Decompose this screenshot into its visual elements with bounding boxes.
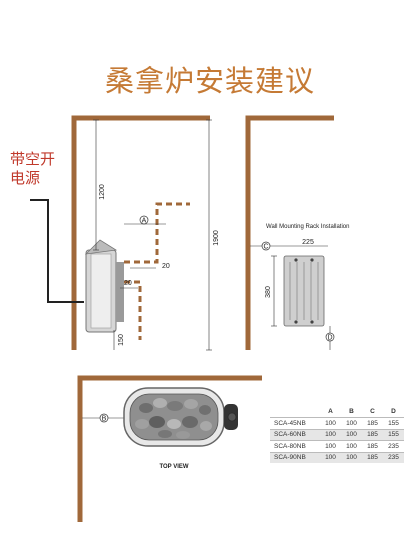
header-cell: D — [391, 408, 396, 415]
header-cell — [270, 408, 320, 418]
table-cell: 100 — [341, 428, 362, 441]
table-row: SCA-90NB 100 100 185 235 — [270, 451, 404, 463]
table-cell: SCA-90NB — [270, 451, 320, 463]
marker-a — [139, 215, 149, 225]
header-cell: A — [328, 408, 333, 415]
spec-table: A B C D SCA-45NB 100 100 185 155 SCA-60N… — [270, 408, 404, 463]
table-cell: SCA-45NB — [270, 417, 320, 429]
dim-offset-1-label: 20 — [162, 263, 170, 270]
table-cell: 100 — [320, 451, 341, 463]
marker-b-label: B — [102, 416, 107, 423]
side-view: 1200 1900 A 20 20 150 — [30, 115, 220, 351]
rack-caption: Wall Mounting Rack Installation — [266, 224, 349, 230]
table-cell: 100 — [320, 440, 341, 452]
dim-floor-label: 150 — [118, 334, 125, 346]
table-cell: 185 — [362, 417, 383, 429]
header-cell: C — [370, 408, 375, 415]
spec-table-header: A B C D — [270, 408, 404, 418]
table-cell: 235 — [383, 451, 404, 463]
dim-height-label: 1200 — [99, 184, 106, 200]
marker-b — [99, 413, 109, 423]
table-cell: 155 — [383, 428, 404, 441]
dim-offset-2-label: 20 — [124, 280, 132, 287]
dim-width-label: 225 — [302, 239, 314, 246]
dim-total-label: 1900 — [213, 230, 220, 246]
table-cell: 100 — [341, 451, 362, 463]
header-cell: B — [349, 408, 354, 415]
table-cell: 155 — [383, 417, 404, 429]
table-cell: SCA-80NB — [270, 440, 320, 452]
power-cable — [30, 199, 84, 303]
protective-rail — [124, 202, 190, 264]
table-cell: 235 — [383, 440, 404, 452]
side-wall — [71, 115, 210, 350]
marker-c — [261, 241, 271, 251]
marker-c-label: C — [263, 244, 268, 251]
marker-d-label: D — [327, 335, 332, 342]
table-row: SCA-80NB 100 100 185 235 — [270, 440, 404, 452]
marker-a-label: A — [142, 218, 147, 225]
table-cell: 185 — [362, 428, 383, 441]
heater-top — [123, 387, 238, 447]
rack-view: Wall Mounting Rack Installation C 225 38… — [245, 115, 349, 350]
table-cell: 100 — [320, 428, 341, 441]
protective-rail-lower — [124, 280, 142, 340]
marker-d — [325, 332, 335, 342]
rack-wall — [245, 115, 334, 350]
table-row: SCA-60NB 100 100 185 155 — [270, 428, 404, 441]
table-cell: 100 — [320, 417, 341, 429]
table-row: SCA-45NB 100 100 185 155 — [270, 417, 404, 429]
table-cell: 185 — [362, 451, 383, 463]
top-view-wall — [77, 375, 262, 522]
heater-side — [84, 239, 124, 333]
dim-rack-height-label: 380 — [265, 286, 272, 298]
page-title: 桑拿炉安装建议 — [104, 64, 315, 98]
power-supply-label: 带空开电源 — [10, 150, 56, 187]
table-cell: SCA-60NB — [270, 428, 320, 441]
wall-rack — [283, 255, 325, 327]
top-view-caption: TOP VIEW — [159, 464, 188, 470]
table-cell: 100 — [341, 417, 362, 429]
top-view: B TOP VIEW — [77, 375, 262, 522]
table-cell: 185 — [362, 440, 383, 452]
table-cell: 100 — [341, 440, 362, 452]
